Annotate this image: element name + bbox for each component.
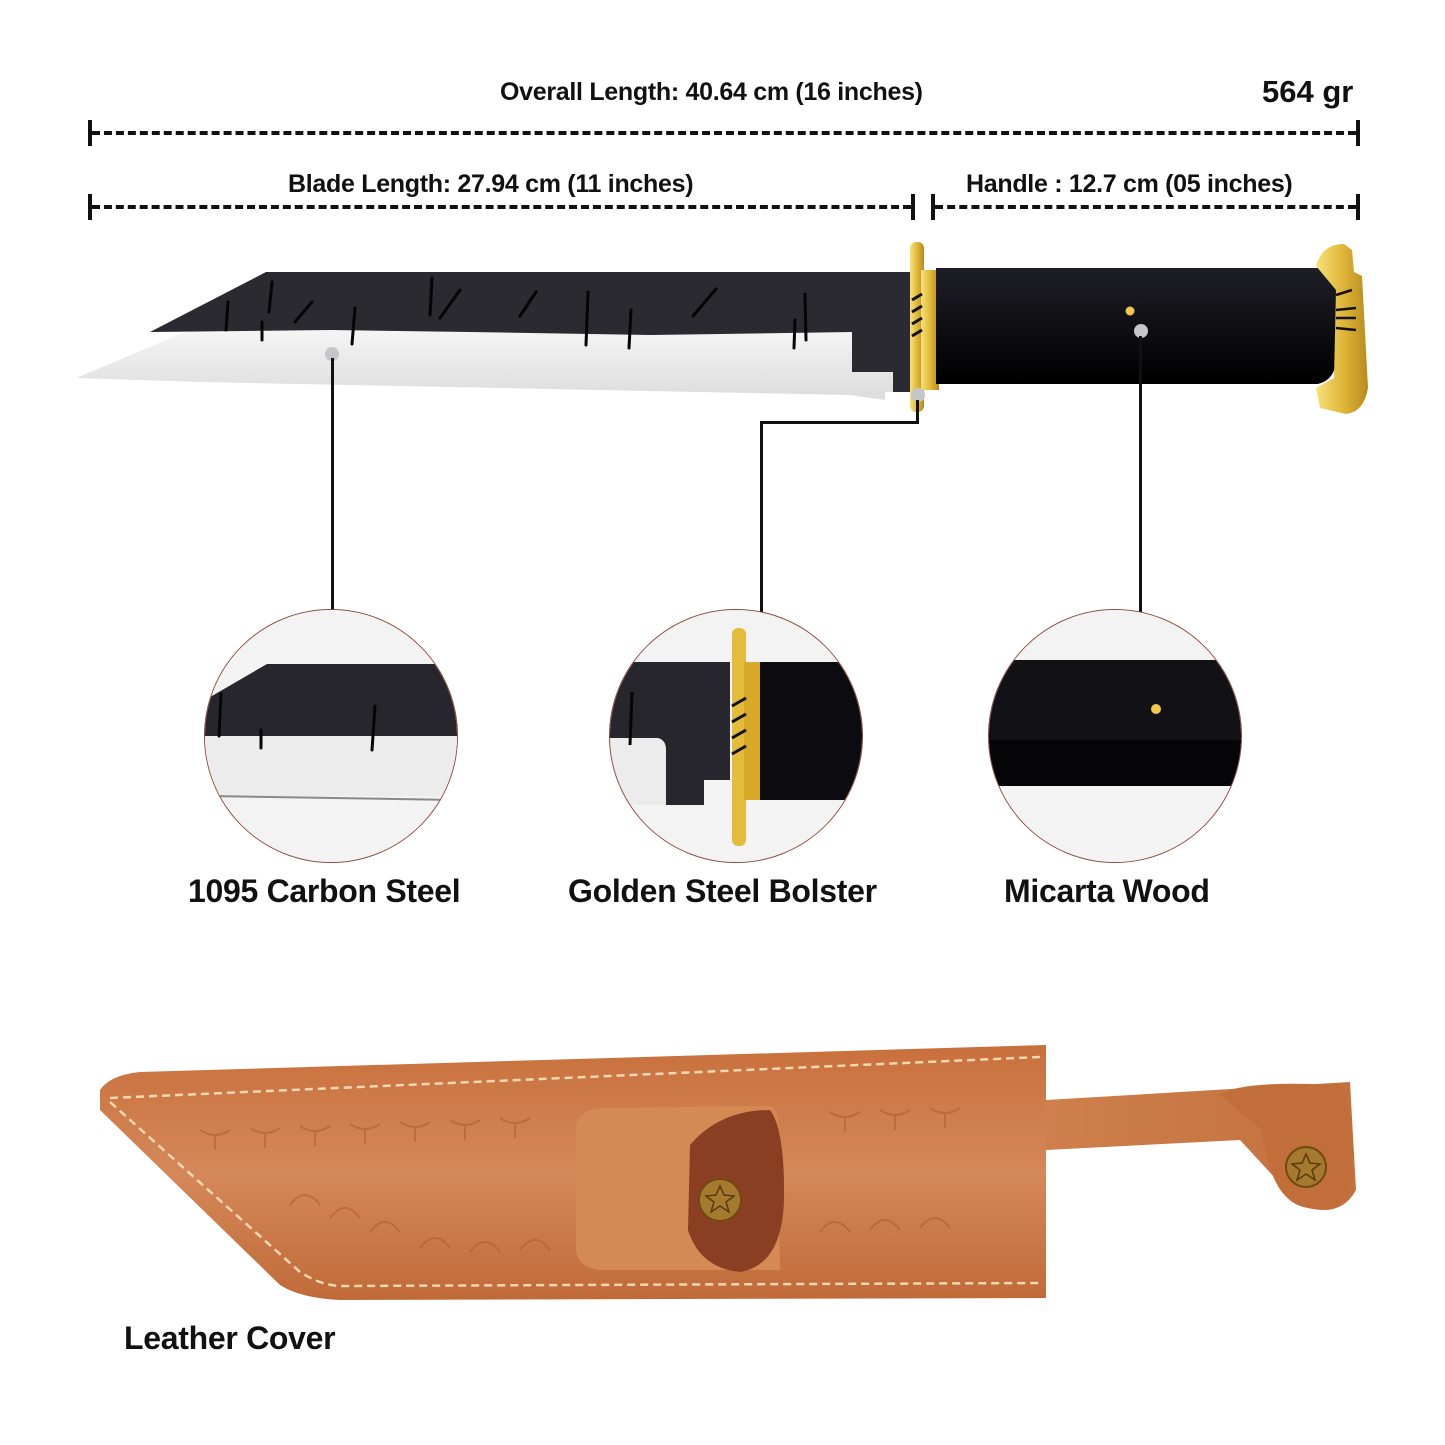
blade-length-label: Blade Length: 27.94 cm (11 inches) (288, 170, 694, 198)
feature-label-bolster: Golden Steel Bolster (568, 873, 877, 909)
feature-label-carbon-steel: 1095 Carbon Steel (188, 873, 461, 909)
bolster-leader-line-vertical-top (916, 400, 919, 424)
bolster-detail-circle (609, 609, 863, 863)
handle-leader-line (1139, 336, 1142, 612)
handle-length-label: Handle : 12.7 cm (05 inches) (966, 170, 1293, 198)
weight-label: 564 gr (1262, 74, 1354, 109)
carbon-steel-detail-circle (204, 609, 458, 863)
knife-image (0, 230, 1445, 430)
bolster-leader-line-vertical (760, 421, 763, 613)
feature-label-micarta: Micarta Wood (1004, 873, 1210, 909)
overall-length-label: Overall Length: 40.64 cm (16 inches) (500, 78, 923, 106)
leather-sheath-image (80, 1040, 1380, 1320)
sheath-label: Leather Cover (124, 1320, 336, 1356)
bolster-leader-line-horizontal (760, 421, 919, 424)
bolster-marker-dot (911, 388, 925, 402)
blade-length-dimension-line (88, 194, 915, 220)
handle-marker-dot (1134, 324, 1148, 338)
overall-length-dimension-line (88, 120, 1360, 146)
handle-length-dimension-line (931, 194, 1360, 220)
micarta-detail-circle (988, 609, 1242, 863)
blade-marker-dot (325, 347, 339, 361)
blade-leader-line (331, 358, 334, 610)
